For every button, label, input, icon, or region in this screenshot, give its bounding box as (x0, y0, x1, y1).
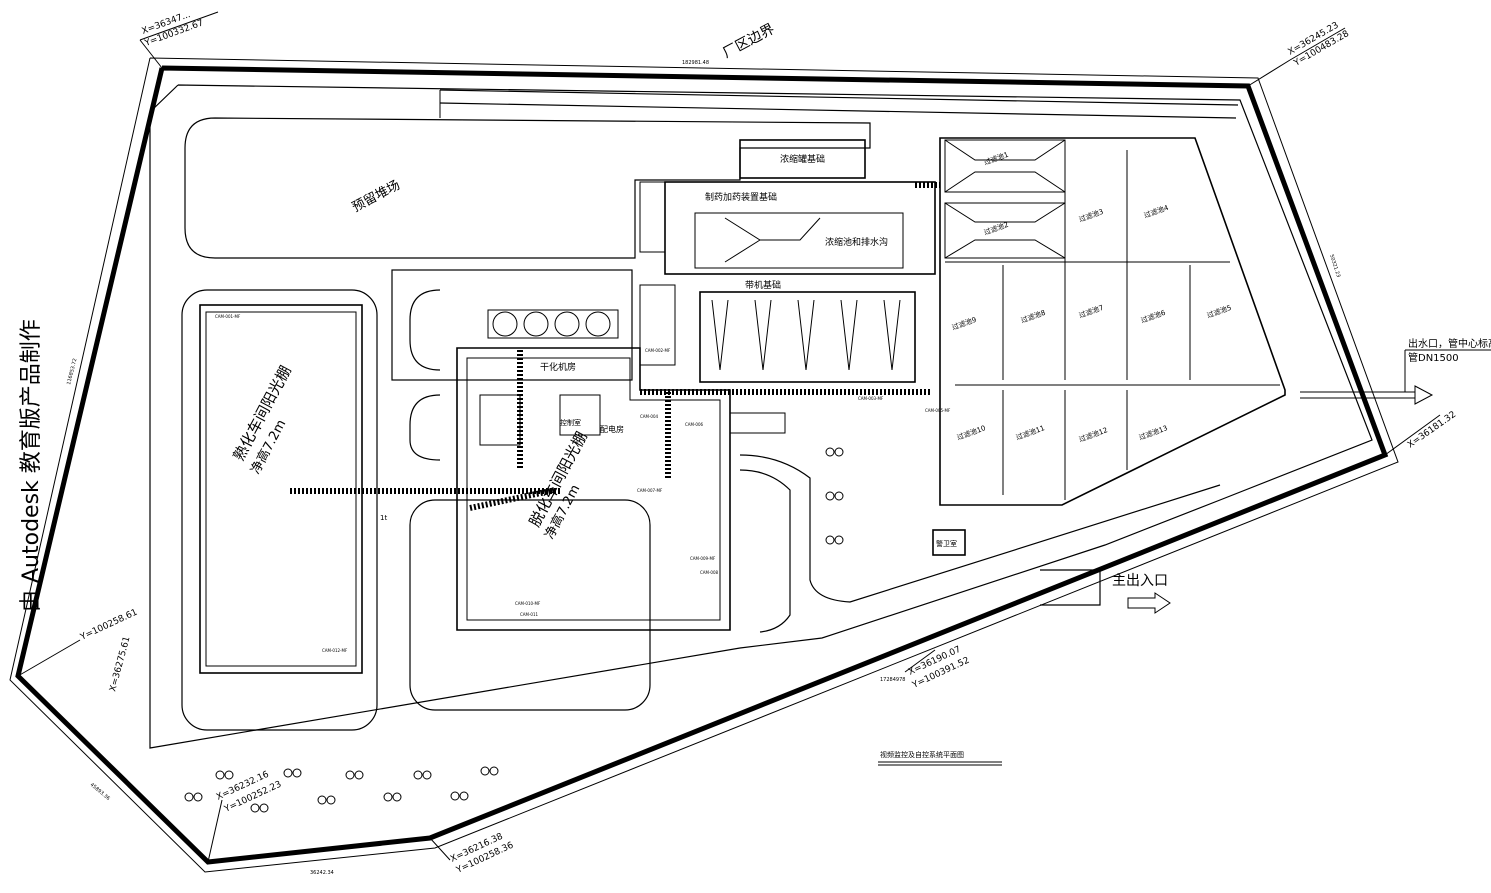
cam-tag: CAM-004 (640, 414, 659, 419)
cam-tag: CAM-001-MF (215, 314, 241, 319)
filter-9: 过滤池9 (951, 315, 978, 332)
boundary-dim-bottom-left: 36242.34 (310, 870, 334, 876)
guard-label: 警卫室 (936, 539, 957, 548)
filter-13: 过滤池13 (1138, 423, 1169, 442)
shed1-outline (181, 289, 378, 731)
east-road (739, 454, 1221, 603)
boundary-label: 厂区边界 (720, 21, 777, 61)
cable-tray-2 (469, 487, 556, 511)
drawing-title: 视频监控及自控系统平面图 (880, 750, 964, 759)
control-room-label: 控制室 (560, 418, 581, 427)
coord-callout-4: Y=100258.61 X=36275.61 (17, 608, 139, 693)
cam-tag: CAM-002-MF (645, 348, 671, 353)
boundary-dim-mid-left: 116853.72 (66, 358, 78, 386)
entrance-road (1040, 569, 1101, 606)
mid-road-block (391, 269, 633, 381)
scale-mark: 1t (380, 514, 387, 522)
road-outer (149, 84, 1373, 749)
boundary-dim-bottom-mid: 17284978 (880, 677, 905, 683)
cam-tag: CAM-008 (700, 570, 719, 575)
coord-x: X=36181.32 (1406, 410, 1458, 451)
filter-grid (945, 140, 1280, 500)
belt-building (699, 291, 916, 383)
filter-10: 过滤池10 (956, 423, 987, 442)
outlet-pipe: 管DN1500 (1408, 351, 1459, 364)
dry-room-label: 干化机房 (540, 361, 576, 373)
coord-callout-6: X=36216.38 Y=100258.36 (429, 832, 515, 876)
outlet-arrow (1300, 349, 1491, 405)
filter-4: 过滤池4 (1143, 203, 1171, 220)
filter-6: 过滤池6 (1140, 308, 1168, 325)
cam-tag: CAM-009-MF (690, 556, 716, 561)
plant-boundary (15, 65, 1389, 865)
cam-tag: CAM-005-MF (925, 408, 951, 413)
entrance-arrow (1127, 592, 1171, 614)
dosing-label: 制药加药装置基础 (705, 191, 777, 203)
round-tanks (487, 309, 619, 339)
filter-5: 过滤池5 (1206, 303, 1233, 320)
cam-tag: CAM-010-MF (515, 601, 541, 606)
filter-8: 过滤池8 (1020, 308, 1047, 325)
road-inner-top (439, 89, 1239, 106)
filter-11: 过滤池11 (1015, 423, 1046, 442)
boundary-offset (9, 57, 1399, 873)
outlet-label: 出水口，管中心标高−1.800m (1408, 337, 1491, 350)
filter-3: 过滤池3 (1078, 207, 1105, 224)
mid-lower-block (409, 499, 651, 711)
boundary-dim-left: 45893.36 (89, 782, 111, 802)
cam-tag: CAM-012-MF (322, 648, 348, 653)
sludge-tank-label: 浓缩罐基础 (780, 153, 825, 165)
stockpile-label: 预留堆场 (350, 178, 403, 216)
thickener-label: 浓缩池和排水沟 (825, 236, 888, 248)
filter-1: 过滤池1 (983, 150, 1010, 167)
cam-tag: CAM-003-MF (858, 396, 884, 401)
cam-tag: CAM-011 (520, 612, 539, 617)
cam-tag: CAM-006 (685, 422, 704, 427)
boundary-dim-top: 182981.48 (682, 60, 709, 66)
mid-oval-top (409, 289, 441, 371)
cam-tag: CAM-007-MF (637, 488, 663, 493)
coord-x: X=36275.61 (108, 635, 132, 692)
belt-units (711, 299, 901, 371)
road-inner-top2 (439, 102, 1237, 119)
trees (184, 447, 844, 813)
coord-callout-3: X=36181.32 (1384, 410, 1458, 456)
main-entrance-label: 主出入口 (1112, 573, 1168, 589)
belt-label: 带机基础 (745, 279, 781, 291)
office-room-label: 配电房 (600, 424, 624, 434)
sludge-tank-base (739, 139, 866, 179)
shed1-building (199, 304, 363, 674)
coord-callout-2: X=36245.23 Y=100483.28 (1247, 21, 1351, 87)
stockpile-area (184, 117, 871, 259)
filter-7: 过滤池7 (1078, 303, 1105, 320)
coord-callout-5: X=36232.16 Y=100252.23 (207, 770, 283, 863)
filter-12: 过滤池12 (1078, 425, 1109, 444)
watermark-text: 由 Autodesk 教育版产品制作 (19, 319, 44, 612)
mid-oval-bottom (409, 394, 441, 461)
coord-callout-7: X=36190.07 Y=100391.52 (904, 645, 971, 691)
guard-room (932, 529, 966, 556)
filter-area (939, 137, 1286, 506)
